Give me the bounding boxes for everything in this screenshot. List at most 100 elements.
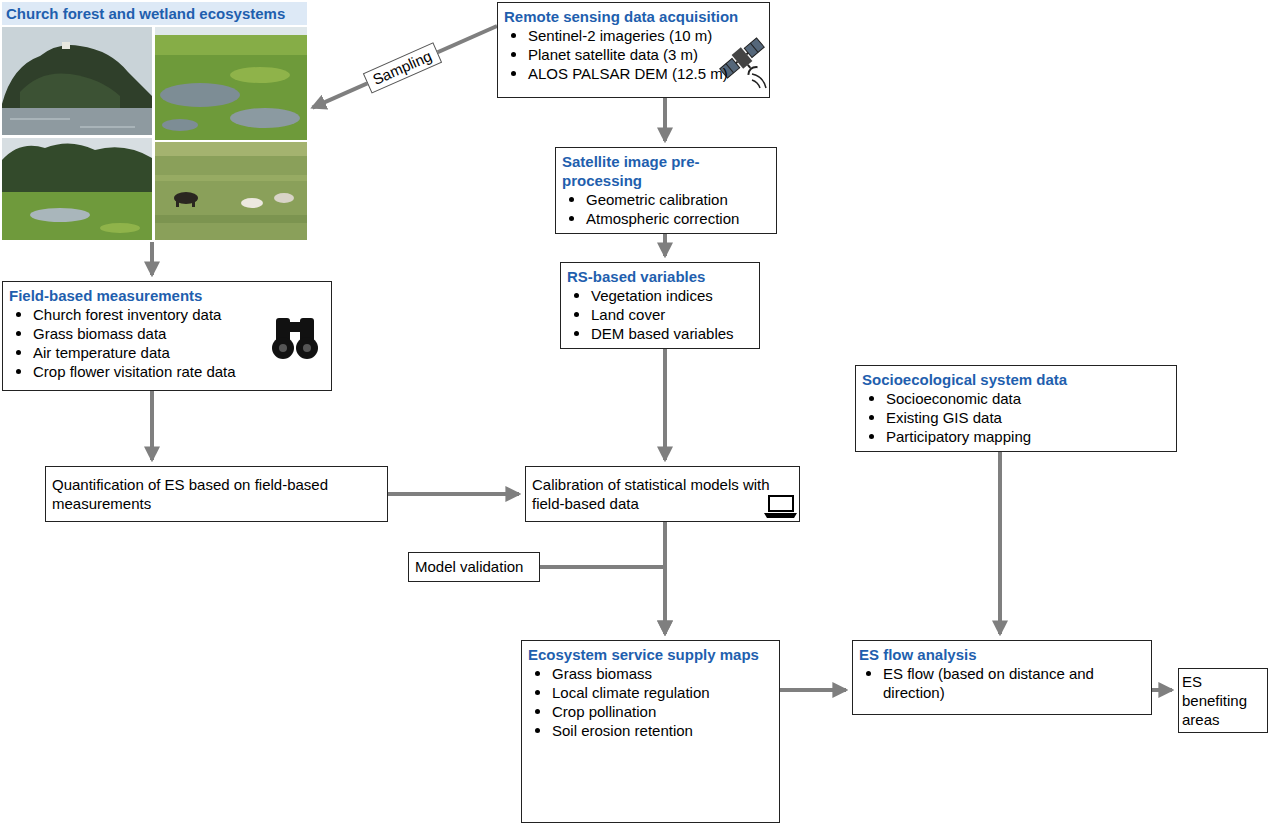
box-label: Calibration of statistical models with f… <box>532 475 793 513</box>
bullet-item: Sentinel-2 imageries (10 m) <box>504 26 763 45</box>
bullet-dot <box>511 33 516 38</box>
step-box: Model validation <box>408 552 540 582</box>
signal-waves-part <box>752 74 766 88</box>
box-label: ES benefiting areas <box>1182 672 1264 729</box>
grazing-photo-part <box>274 193 294 203</box>
arrow-connector <box>150 242 154 275</box>
arrow-connector <box>663 234 667 256</box>
wetland-photo-part <box>155 27 307 35</box>
forest-field-photo <box>2 138 152 240</box>
satellite-icon-part <box>746 65 757 75</box>
step-box: Quantification of ES based on field-base… <box>45 466 388 522</box>
bullet-item: Existing GIS data <box>862 408 1170 427</box>
bullet-item: ALOS PALSAR DEM (12.5 m) <box>504 64 763 83</box>
bullet-item: Church forest inventory data <box>9 305 325 324</box>
bullet-item: Local climate regulation <box>528 683 773 702</box>
forest-photo-part <box>2 45 152 112</box>
arrow-connector <box>780 688 846 692</box>
arrow-connector <box>998 452 1002 634</box>
grazing-photo <box>155 142 307 240</box>
bullet-dot <box>16 331 21 336</box>
wetland-photo-part <box>230 67 290 83</box>
satellite-icon-part <box>748 65 751 68</box>
bullet-dot <box>869 415 874 420</box>
bullet-item: Vegetation indices <box>567 286 753 305</box>
bullet-item: ES flow (based on distance and direction… <box>859 664 1145 702</box>
bullet-dot <box>535 671 540 676</box>
grazing-photo-part <box>176 198 179 207</box>
forest-field-photo-part <box>2 192 152 240</box>
forest-field-photo-part <box>2 143 152 200</box>
edge-label: Sampling <box>362 42 441 93</box>
step-box: Calibration of statistical models with f… <box>525 466 800 522</box>
signal-waves-part <box>752 80 760 88</box>
bullet-dot <box>16 369 21 374</box>
arrow-connector <box>1152 688 1172 692</box>
arrow-connector <box>663 349 667 460</box>
process-box: Field-based measurementsChurch forest in… <box>2 281 332 391</box>
process-box: Satellite image pre-processingGeometric … <box>555 147 777 234</box>
bullet-dot <box>574 293 579 298</box>
wetland-photo-part <box>155 27 307 140</box>
bullet-item: Grass biomass data <box>9 324 325 343</box>
bullet-dot <box>535 709 540 714</box>
forest-field-photo-part <box>30 208 90 222</box>
bullet-item: Atmospheric correction <box>562 209 770 228</box>
forest-photo <box>2 27 152 135</box>
arrow-connector <box>150 391 154 460</box>
grazing-photo-part <box>155 142 307 240</box>
binoculars-icon <box>272 318 318 359</box>
box-heading: Satellite image pre-processing <box>562 152 770 190</box>
bullet-item: Geometric calibration <box>562 190 770 209</box>
arrow-connector <box>312 26 497 108</box>
forest-photo-part <box>80 126 135 128</box>
satellite-icon-part <box>744 38 764 57</box>
step-box: ES benefiting areas <box>1178 668 1268 733</box>
box-heading: Church forest and wetland ecosystems <box>2 2 307 25</box>
bullet-item: Participatory mapping <box>862 427 1170 446</box>
wetland-photo-part <box>160 83 240 107</box>
bullet-dot <box>866 671 871 676</box>
grazing-photo-part <box>155 175 307 181</box>
bullet-dot <box>569 216 574 221</box>
laptop-icon <box>764 496 797 518</box>
forest-photo-part <box>62 42 70 49</box>
bullet-item: Grass biomass <box>528 664 773 683</box>
bullet-dot <box>16 350 21 355</box>
grazing-photo-part <box>241 198 263 208</box>
bullet-item: Socioeconomic data <box>862 389 1170 408</box>
bullet-dot <box>16 312 21 317</box>
satellite-icon-part <box>736 62 738 63</box>
process-box: Remote sensing data acquisitionSentinel-… <box>497 2 770 98</box>
box-heading: Field-based measurements <box>9 286 325 305</box>
bullet-dot <box>869 396 874 401</box>
forest-photo-part <box>2 27 152 135</box>
box-heading: ES flow analysis <box>859 645 1145 664</box>
bullet-dot <box>574 331 579 336</box>
binoculars-icon-part <box>296 337 318 359</box>
forest-field-photo-part <box>2 138 152 240</box>
bullet-dot <box>511 52 516 57</box>
wetland-photo <box>155 27 307 140</box>
binoculars-icon-part <box>279 344 287 352</box>
bullet-dot <box>869 434 874 439</box>
photo-panel: Church forest and wetland ecosystems <box>2 2 307 242</box>
forest-field-photo-part <box>100 223 140 233</box>
bullet-item: Air temperature data <box>9 343 325 362</box>
satellite-icon-part <box>747 53 749 54</box>
bullet-dot <box>569 197 574 202</box>
forest-photo-part <box>2 108 152 135</box>
bullet-dot <box>535 690 540 695</box>
process-box: RS-based variablesVegetation indicesLand… <box>560 262 760 349</box>
bullet-item: Soil erosion retention <box>528 721 773 740</box>
box-heading: Remote sensing data acquisition <box>504 7 763 26</box>
grazing-photo-part <box>155 142 307 156</box>
laptop-icon-part <box>764 513 797 518</box>
bullet-item: Crop pollination <box>528 702 773 721</box>
satellite-icon-part <box>750 43 758 52</box>
signal-waves <box>752 74 766 88</box>
box-label: Model validation <box>415 557 533 576</box>
process-box: Socioecological system dataSocioeconomic… <box>855 365 1177 452</box>
